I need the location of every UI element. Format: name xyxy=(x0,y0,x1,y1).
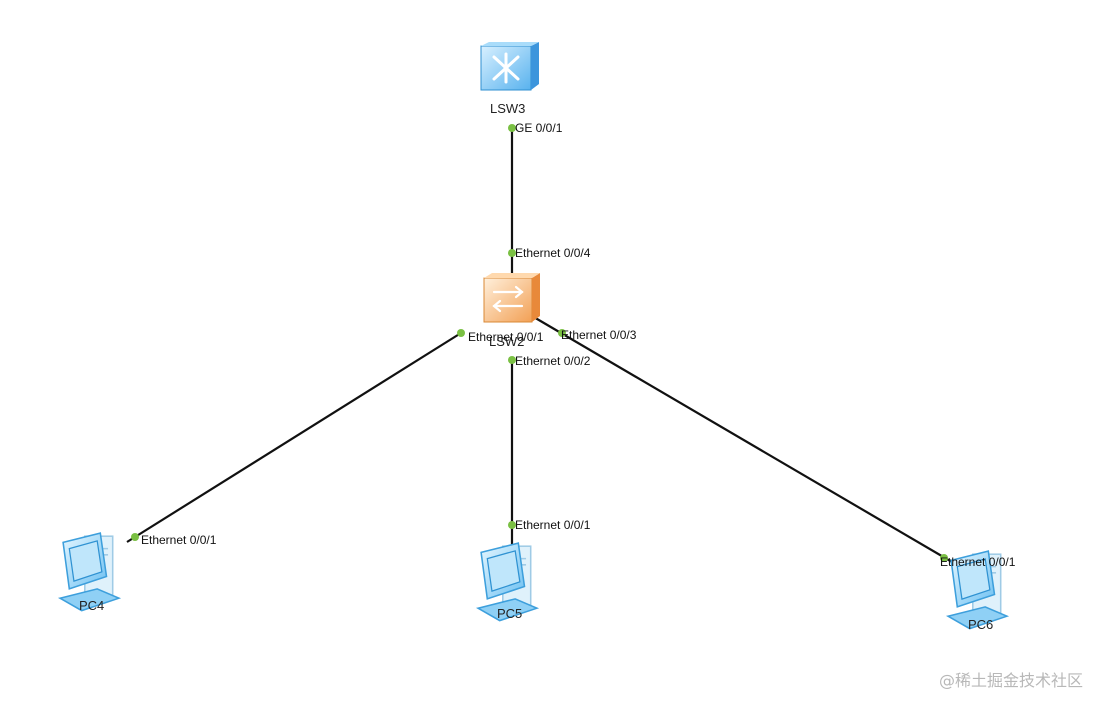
port-label: Ethernet 0/0/1 xyxy=(940,555,1016,569)
port-label: Ethernet 0/0/1 xyxy=(515,518,591,532)
port-dot xyxy=(508,356,516,364)
port-dot xyxy=(508,124,516,132)
device-name-lsw2: LSW2 xyxy=(489,334,525,349)
device-name-pc5: PC5 xyxy=(497,606,523,621)
link-lsw2-pc4[interactable] xyxy=(126,332,462,543)
port-label: GE 0/0/1 xyxy=(515,121,563,135)
device-name-pc4: PC4 xyxy=(79,598,105,613)
port-dot xyxy=(558,329,566,337)
port-label: Ethernet 0/0/1 xyxy=(141,533,217,547)
device-name-pc6: PC6 xyxy=(968,617,994,632)
l2-switch-icon[interactable] xyxy=(483,273,540,323)
port-label: Ethernet 0/0/4 xyxy=(515,246,591,260)
port-label: Ethernet 0/0/3 xyxy=(561,328,637,342)
port-dots xyxy=(131,124,948,562)
port-dot xyxy=(508,249,516,257)
l3-switch-icon[interactable] xyxy=(480,42,539,91)
device-name-lsw3: LSW3 xyxy=(490,101,526,116)
port-dot xyxy=(508,521,516,529)
port-dot xyxy=(457,329,465,337)
watermark: @稀土掘金技术社区 xyxy=(938,671,1083,690)
link-lsw2-pc6[interactable] xyxy=(531,315,953,563)
port-dot xyxy=(131,533,139,541)
port-label: Ethernet 0/0/2 xyxy=(515,354,591,368)
port-label: Ethernet 0/0/1 xyxy=(468,330,544,344)
port-dot xyxy=(940,554,948,562)
